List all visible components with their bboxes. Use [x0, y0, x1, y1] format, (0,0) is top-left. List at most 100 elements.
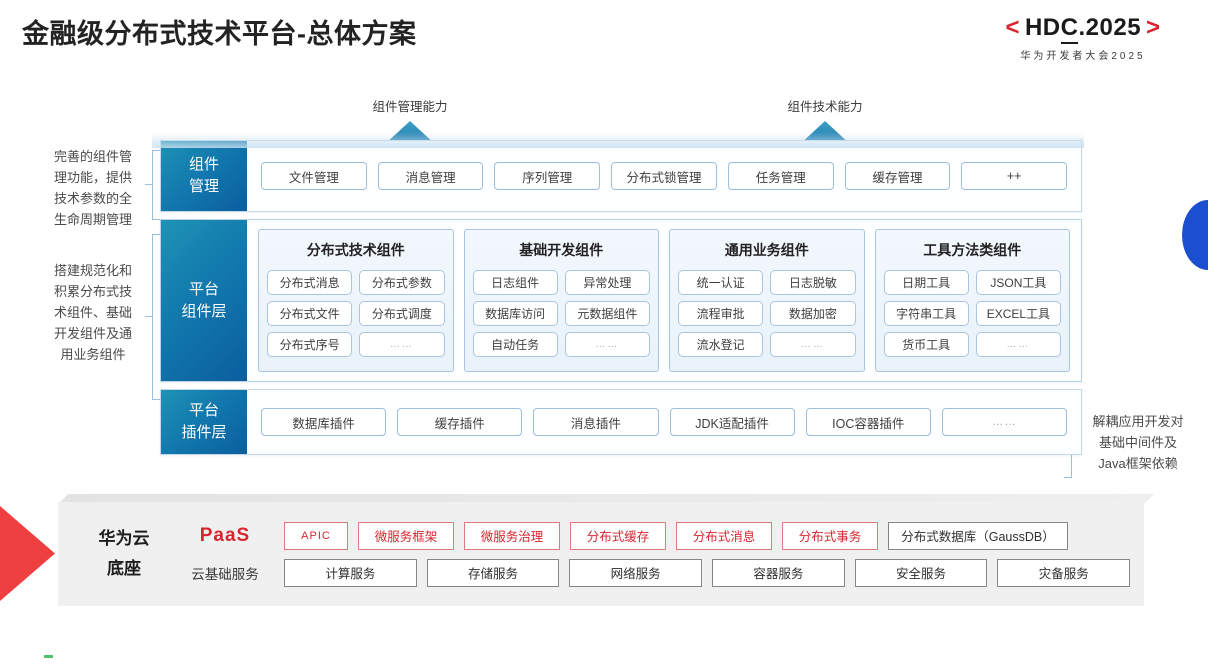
green-dot-decoration: [44, 655, 53, 658]
component-groups: 分布式技术组件 分布式消息 分布式参数 分布式文件 分布式调度 分布式序号 ……: [247, 220, 1081, 381]
hdc-logo-main: < HDC.2025 >: [968, 14, 1198, 44]
svc-storage[interactable]: 存储服务: [426, 558, 560, 587]
cell-string-tool[interactable]: 字符串工具: [883, 301, 969, 326]
paas-title-line1: 华为云: [98, 529, 150, 549]
chip-cache-plugin[interactable]: 缓存插件: [397, 408, 523, 436]
chip-more[interactable]: ……: [941, 408, 1068, 436]
arrow-label: 组件管理能力: [372, 100, 448, 114]
group-title: 工具方法类组件: [923, 242, 1022, 258]
pill-apic[interactable]: APIC: [284, 521, 348, 550]
cell-data-encryption[interactable]: 数据加密: [770, 301, 856, 326]
brace-tick: [145, 184, 152, 186]
group-row: 日期工具 JSON工具: [883, 270, 1061, 295]
group-row: 数据库访问 元数据组件: [472, 301, 650, 326]
chip-file-management[interactable]: 文件管理: [261, 162, 367, 190]
group-row: 分布式消息 分布式参数: [267, 270, 445, 295]
paas-panel: 华为云 底座 PaaS APIC 微服务框架 微服务治理 分布式缓存 分布式消息…: [58, 502, 1144, 606]
cell-database-access[interactable]: 数据库访问: [472, 301, 558, 326]
group-row: 分布式文件 分布式调度: [267, 301, 445, 326]
svc-container[interactable]: 容器服务: [712, 558, 845, 587]
platform-plugin-items: 数据库插件 缓存插件 消息插件 JDK适配插件 IOC容器插件 ……: [247, 390, 1081, 454]
group-title: 通用业务组件: [724, 242, 809, 258]
cell-log-component[interactable]: 日志组件: [472, 270, 558, 295]
cell-exception-handling[interactable]: 异常处理: [564, 270, 650, 295]
group-row: 分布式序号 ……: [267, 332, 445, 357]
group-row: 日志组件 异常处理: [472, 270, 650, 295]
chip-ioc-container-plugin[interactable]: IOC容器插件: [805, 408, 931, 436]
group-title: 基础开发组件: [519, 242, 604, 258]
note-platform-components: 搭建规范化和 积累分布式技 术组件、基础 开发组件及通 用业务组件: [53, 263, 132, 363]
cell-more[interactable]: ……: [975, 332, 1061, 357]
cell-more[interactable]: ……: [770, 332, 856, 357]
cell-transaction-register[interactable]: 流水登记: [678, 332, 764, 357]
group-row: 自动任务 ……: [472, 332, 650, 357]
chip-message-plugin[interactable]: 消息插件: [533, 408, 659, 436]
cell-log-masking[interactable]: 日志脱敏: [770, 270, 856, 295]
cloud-services-row: 云基础服务 计算服务 存储服务 网络服务 容器服务 安全服务 灾备服务: [176, 558, 1131, 587]
cell-distributed-schedule[interactable]: 分布式调度: [359, 301, 445, 326]
cell-json-tool[interactable]: JSON工具: [975, 270, 1061, 295]
layer-label-line2: 组件层: [181, 302, 227, 320]
cell-process-approval[interactable]: 流程审批: [678, 301, 764, 326]
cell-date-tool[interactable]: 日期工具: [883, 270, 969, 295]
cell-currency-tool[interactable]: 货币工具: [883, 332, 969, 357]
arrow-label: 组件技术能力: [787, 100, 863, 114]
group-row: 流程审批 数据加密: [678, 301, 856, 326]
pill-distributed-database[interactable]: 分布式数据库（GaussDB）: [888, 521, 1068, 550]
cloud-base-label: 云基础服务: [191, 566, 259, 582]
layer-label-line1: 平台: [188, 402, 219, 420]
paas-panel-title: 华为云 底座: [72, 524, 176, 584]
pill-distributed-cache[interactable]: 分布式缓存: [570, 521, 666, 550]
cell-unified-auth[interactable]: 统一认证: [678, 270, 764, 295]
bracket-left-icon: <: [1005, 14, 1020, 41]
cell-more[interactable]: ……: [564, 332, 650, 357]
component-management-items: 文件管理 消息管理 序列管理 分布式锁管理 任务管理 缓存管理 ++: [247, 141, 1081, 211]
blue-lens-decoration: [1182, 200, 1208, 270]
svc-security[interactable]: 安全服务: [854, 558, 988, 587]
svc-compute[interactable]: 计算服务: [284, 558, 417, 587]
bracket-right-icon: >: [1146, 14, 1161, 41]
group-title: 分布式技术组件: [306, 242, 405, 258]
cell-distributed-sequence[interactable]: 分布式序号: [267, 332, 353, 357]
chip-more[interactable]: ++: [961, 162, 1068, 190]
svc-network[interactable]: 网络服务: [569, 558, 703, 587]
hdc-logo: < HDC.2025 > 华为开发者大会2025: [968, 14, 1198, 62]
chip-sequence-management[interactable]: 序列管理: [494, 162, 601, 190]
svc-disaster-recovery[interactable]: 灾备服务: [997, 558, 1131, 587]
cell-excel-tool[interactable]: EXCEL工具: [975, 301, 1061, 326]
paas-title-line2: 底座: [107, 559, 141, 578]
group-tool-methods: 工具方法类组件 日期工具 JSON工具 字符串工具 EXCEL工具 货币工具 ……: [874, 229, 1070, 372]
layer-label-line1: 平台: [188, 280, 219, 298]
cell-distributed-file[interactable]: 分布式文件: [267, 301, 353, 326]
paas-label: PaaS: [199, 524, 251, 546]
red-wedge-decoration: [0, 506, 55, 601]
cell-distributed-message[interactable]: 分布式消息: [267, 270, 353, 295]
cell-metadata-component[interactable]: 元数据组件: [564, 301, 650, 326]
group-row: 货币工具 ……: [883, 332, 1061, 357]
layer-label-line1: 组件: [188, 156, 219, 174]
chip-jdk-adapter-plugin[interactable]: JDK适配插件: [669, 408, 795, 436]
chip-distributed-lock-management[interactable]: 分布式锁管理: [611, 162, 717, 190]
pill-microservice-framework[interactable]: 微服务框架: [358, 521, 454, 550]
brace-tick: [145, 316, 152, 318]
group-row: 字符串工具 EXCEL工具: [883, 301, 1061, 326]
layer-platform-component: 平台 组件层 分布式技术组件 分布式消息 分布式参数 分布式文件 分布式调度 分…: [160, 219, 1082, 382]
group-row: 统一认证 日志脱敏: [678, 270, 856, 295]
layer-label-component-management: 组件 管理: [161, 141, 247, 211]
pill-distributed-message[interactable]: 分布式消息: [676, 521, 772, 550]
pill-distributed-transaction[interactable]: 分布式事务: [782, 521, 878, 550]
group-general-business: 通用业务组件 统一认证 日志脱敏 流程审批 数据加密 流水登记 ……: [669, 229, 865, 372]
chip-database-plugin[interactable]: 数据库插件: [261, 408, 387, 436]
cell-more[interactable]: ……: [359, 332, 445, 357]
layer-component-management: 组件 管理 文件管理 消息管理 序列管理 分布式锁管理 任务管理 缓存管理 ++: [152, 132, 1084, 212]
chip-task-management[interactable]: 任务管理: [727, 162, 834, 190]
group-row: 流水登记 ……: [678, 332, 856, 357]
pill-microservice-governance[interactable]: 微服务治理: [464, 521, 560, 550]
chip-cache-management[interactable]: 缓存管理: [844, 162, 951, 190]
layer-label-line2: 插件层: [181, 424, 227, 441]
architecture-stack: 组件 管理 文件管理 消息管理 序列管理 分布式锁管理 任务管理 缓存管理 ++…: [152, 132, 1084, 455]
cell-auto-task[interactable]: 自动任务: [472, 332, 558, 357]
cell-distributed-params[interactable]: 分布式参数: [359, 270, 445, 295]
chip-message-management[interactable]: 消息管理: [377, 162, 484, 190]
